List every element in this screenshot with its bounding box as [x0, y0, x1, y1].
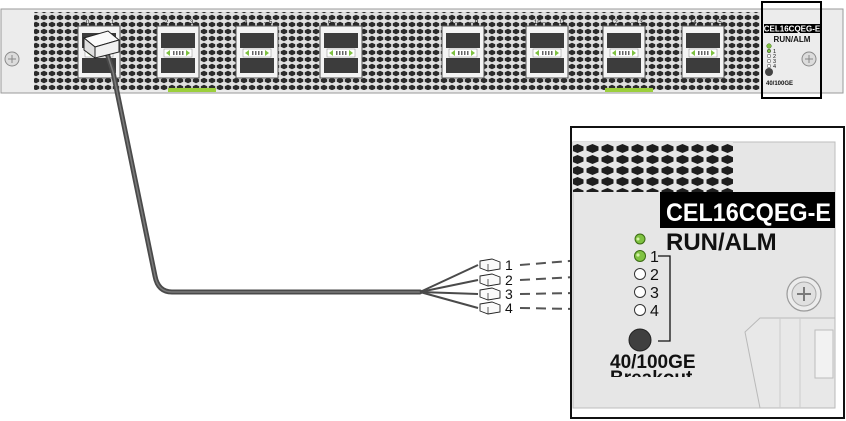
panel-screw-icon — [786, 276, 822, 312]
qsfp-port-pair: 4 – – 5 — [235, 20, 279, 79]
card-model: CEL16CQEG-E — [666, 199, 831, 227]
port-number-label: – 13 — [631, 20, 643, 26]
model-plate — [660, 192, 835, 228]
small-lane-number: 2 — [773, 54, 776, 60]
port-number-label: 0 – — [86, 20, 95, 26]
status-label: RUN/ALM — [666, 229, 777, 256]
small-lane-number: 1 — [773, 49, 776, 55]
port-mode-label: 40/100GE — [610, 352, 696, 373]
small-card-model: CEL16CQEG-E — [764, 25, 821, 34]
small-lane-number: 3 — [773, 59, 776, 65]
small-model-plate — [764, 24, 820, 33]
fanout-1 — [419, 264, 479, 293]
accent-strip-right — [605, 88, 653, 92]
small-run-led — [766, 43, 772, 49]
lane-led-number: 1 — [650, 249, 659, 266]
port-number-label: – 7 — [348, 20, 357, 26]
mode-button — [628, 328, 652, 352]
lane-bracket — [658, 255, 671, 342]
port-number-label: 2 – — [165, 20, 174, 26]
small-lane-number: 4 — [773, 64, 776, 70]
accent-strip-left — [168, 88, 216, 92]
fanout-3 — [419, 291, 479, 295]
breakout-lane-label: 3 — [505, 286, 513, 302]
qsfp-port-pair: 12 – – 13 — [602, 20, 646, 79]
qsfp-port-pair: 8 – – 9 — [441, 20, 485, 79]
port-number-label: – 5 — [264, 20, 273, 26]
lane-led — [634, 286, 646, 298]
small-lane-led — [766, 48, 772, 54]
breakout-lane-label: 1 — [505, 257, 513, 273]
small-lane-led — [766, 63, 772, 69]
port-number-label: – 1 — [106, 20, 115, 26]
breakout-cable — [82, 30, 479, 309]
small-lane-led — [766, 58, 772, 64]
port-number-label: 14 – — [690, 20, 702, 26]
qsfp-ports: 0 – – 1 2 – – 3 4 – – 5 6 – – 7 8 – – 9 10 – – 11 12… — [77, 20, 725, 79]
right-screw-icon — [801, 51, 817, 67]
zoom-grille — [573, 142, 733, 192]
qsfp-port-pair: 14 – – 15 — [681, 20, 725, 79]
qsfp-port-pair: 2 – – 3 — [156, 20, 200, 79]
small-status-label: RUN/ALM — [774, 35, 811, 44]
ventilation-grille — [34, 12, 760, 90]
small-mode-label: 40/100GE — [766, 81, 793, 87]
breakout-lane-label: 4 — [505, 300, 513, 316]
fanout-4 — [419, 291, 479, 309]
breakout-lane-label: 2 — [505, 272, 513, 288]
port-number-label: 10 – — [534, 20, 546, 26]
qsfp-port-pair: 6 – – 7 — [319, 20, 363, 79]
run-led — [634, 233, 646, 245]
port-number-label: – 9 — [470, 20, 479, 26]
port-number-label: – 11 — [554, 20, 566, 26]
port-number-label: 12 – — [611, 20, 623, 26]
port-number-label: – 3 — [185, 20, 194, 26]
fanout-2 — [419, 279, 479, 293]
qsfp-port-pair: 10 – – 11 — [525, 20, 569, 79]
port-number-label: – 15 — [710, 20, 722, 26]
lane-led — [634, 268, 646, 280]
ejector-lever — [744, 317, 836, 409]
port-mode-sublabel-visible: Breakout — [610, 368, 693, 389]
lane-led-number: 4 — [650, 303, 659, 320]
lane-led-number: 3 — [650, 285, 659, 302]
left-screw-icon — [4, 51, 20, 67]
small-mode-button — [765, 68, 773, 76]
port-number-label: 6 – — [328, 20, 337, 26]
port-number-label: 4 – — [244, 20, 253, 26]
lane-led-number: 2 — [650, 267, 659, 284]
indicator-highlight-box — [761, 1, 822, 99]
small-lane-led — [766, 53, 772, 59]
qsfp-plug — [82, 30, 121, 59]
lane-led — [634, 304, 646, 316]
port-number-label: 8 – — [450, 20, 459, 26]
lane-led — [634, 250, 646, 262]
